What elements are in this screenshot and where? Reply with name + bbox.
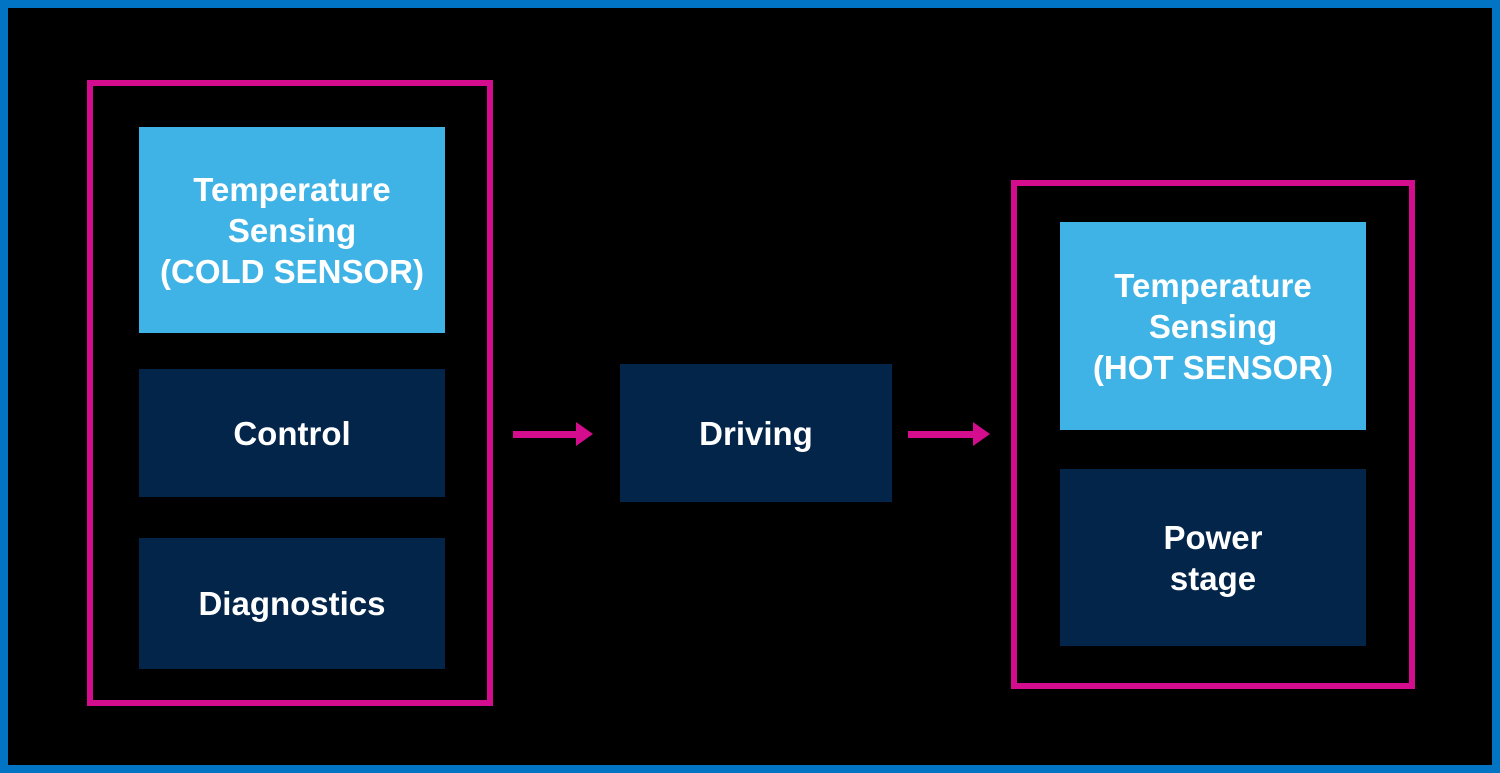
diagnostics-box: Diagnostics	[139, 538, 445, 669]
driving-box: Driving	[620, 364, 892, 502]
temperature-sensing-hot-label: Temperature Sensing (HOT SENSOR)	[1092, 266, 1334, 386]
temperature-sensing-hot-box: Temperature Sensing (HOT SENSOR)	[1060, 222, 1366, 430]
right-arrow-icon	[908, 422, 990, 446]
power-stage-label: Power stage	[1163, 518, 1263, 597]
driving-label: Driving	[699, 414, 813, 452]
arrow-head	[576, 422, 593, 446]
arrow-shaft	[908, 430, 973, 438]
temperature-sensing-cold-label: Temperature Sensing (COLD SENSOR)	[160, 170, 424, 290]
control-label: Control	[233, 414, 351, 452]
right-arrow-icon	[513, 422, 593, 446]
power-stage-box: Power stage	[1060, 469, 1366, 646]
control-box: Control	[139, 369, 445, 497]
arrow-head	[973, 422, 990, 446]
temperature-sensing-cold-box: Temperature Sensing (COLD SENSOR)	[139, 127, 445, 333]
hot-sensor-group: Temperature Sensing (HOT SENSOR) Power s…	[1011, 180, 1415, 689]
arrow-shaft	[513, 430, 576, 438]
cold-sensor-group: Temperature Sensing (COLD SENSOR) Contro…	[87, 80, 493, 706]
diagnostics-label: Diagnostics	[198, 585, 386, 622]
